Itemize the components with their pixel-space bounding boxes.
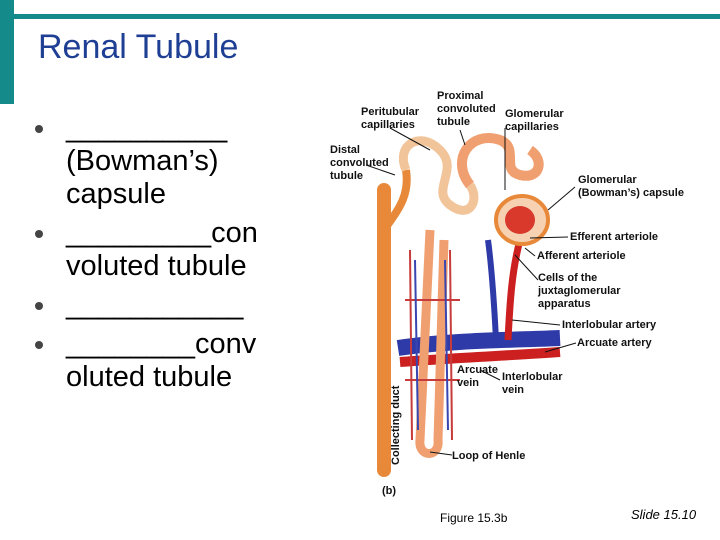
bullet-text: ________conv oluted tubule [66,328,257,393]
figure-caption: Figure 15.3b [440,511,508,525]
label-glomerular-capillaries-line2: capillaries [505,121,559,133]
loop-of-henle-shape [415,229,449,458]
bullet-dot-icon [35,302,43,310]
arcuate-artery-shape [399,347,561,367]
slide-title: Renal Tubule [38,28,239,66]
label-distal-line3: tubule [330,170,363,182]
label-proximal-line1: Proximal [437,90,483,102]
label-interlobular-vein-line2: vein [502,384,524,396]
interlobular-vein-shape [485,239,499,341]
top-accent-bar [0,14,720,19]
left-accent-bar [0,0,14,104]
label-cells-line2: juxtaglomerular [537,285,621,297]
bullet-dot-icon [35,125,43,133]
label-arcuate-artery: Arcuate artery [577,337,652,349]
label-peritubular-line2: capillaries [361,119,415,131]
label-distal-line2: convoluted [330,157,389,169]
bullet-list: __________ (Bowman’s) capsule _________c… [30,112,310,400]
proximal-tubule-shape [457,133,544,189]
label-peritubular-line1: Peritubular [361,106,420,118]
interlobular-artery-shape [504,239,524,341]
label-cells-line1: Cells of the [538,272,597,284]
label-bowmans-line2: (Bowman’s) capsule [578,187,684,199]
label-cells-line3: apparatus [538,298,591,310]
label-proximal-line3: tubule [437,116,470,128]
bullet-dot-icon [35,341,43,349]
label-interlobular-vein-line1: Interlobular [502,371,563,383]
label-afferent: Afferent arteriole [537,250,626,262]
svg-text:Glomerular(Bowman’s) capsule: Glomerular(Bowman’s) capsule [578,174,684,199]
label-interlobular-artery: Interlobular artery [562,319,657,331]
label-collecting-duct: Collecting duct [390,385,402,465]
label-glomerular-capillaries-line1: Glomerular [505,108,564,120]
bullet-item: __________ (Bowman’s) capsule [30,112,310,211]
label-proximal-line2: convoluted [437,103,496,115]
bullet-item: ________conv oluted tubule [30,328,310,394]
glomerulus-shape [505,206,535,234]
collecting-branch-shape [380,169,411,233]
bullet-text: _________con voluted tubule [66,217,258,282]
label-arcuate-vein-line2: vein [457,377,479,389]
label-bowmans-line1: Glomerular [578,174,637,186]
slide-number: Slide 15.10 [631,507,697,522]
bullet-text: __________ (Bowman’s) capsule [66,112,228,210]
label-distal-line1: Distal [330,144,360,156]
bullet-item: ___________ [30,289,310,322]
label-loop-of-henle: Loop of Henle [452,450,525,462]
label-efferent: Efferent arteriole [570,231,658,243]
capillary-network-shape [405,249,460,441]
leader-lines [365,127,577,456]
bullet-dot-icon [35,230,43,238]
venule-network-shape [414,259,449,431]
label-arcuate-vein-line1: Arcuate [457,364,498,376]
bullet-text: ___________ [66,289,244,321]
bullet-item: _________con voluted tubule [30,217,310,283]
label-panel: (b) [382,485,396,497]
distal-tubule-shape [398,136,479,215]
